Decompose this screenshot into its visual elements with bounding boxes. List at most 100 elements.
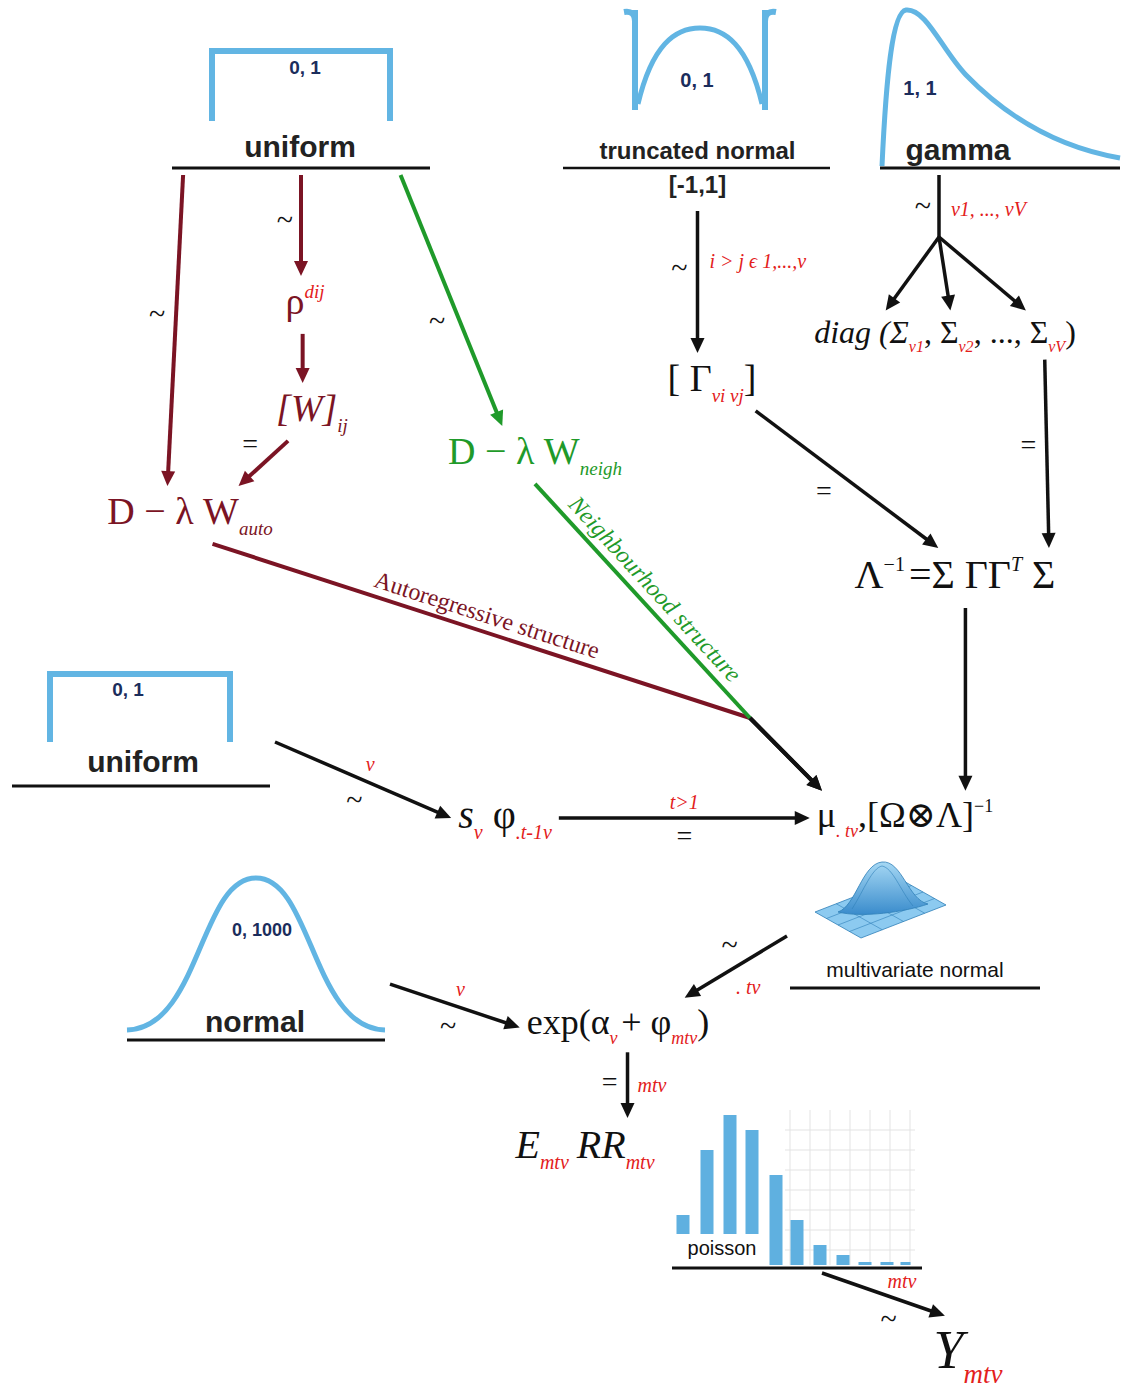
connector: [401, 175, 504, 426]
formula-text: ]: [744, 357, 757, 399]
bar: [791, 1220, 804, 1265]
formula-text: μ: [817, 795, 836, 835]
subscript: mtv: [626, 1151, 655, 1173]
index-label: i > j ϵ 1,...,v: [707, 251, 808, 271]
axis-line: [12, 785, 270, 788]
arrowhead: [795, 811, 810, 825]
truncated-normal-density: [638, 28, 762, 104]
multivariate-normal-surface: [815, 862, 946, 938]
index-label: mtv: [636, 1075, 669, 1095]
connector: [275, 742, 451, 818]
distribution-node: multivariate normal: [790, 855, 1040, 990]
index-label: v: [454, 979, 467, 999]
connector: [691, 211, 705, 353]
bar: [837, 1255, 850, 1265]
formula-node: [W]ij: [272, 386, 352, 438]
superscript: −1: [884, 553, 905, 575]
parameter-label: 0, 1: [680, 69, 713, 92]
edge-label: ~: [344, 785, 364, 815]
connector: [294, 175, 308, 276]
connector: [1042, 360, 1056, 548]
connector: [161, 175, 183, 486]
connector-line: [696, 211, 700, 343]
arrowhead: [621, 1103, 635, 1118]
bar: [881, 1262, 894, 1265]
edge-label: ~: [879, 1304, 899, 1334]
connector-line: [299, 175, 303, 266]
parameter-label: 1, 1: [903, 77, 936, 100]
formula-text: ): [1065, 314, 1076, 350]
formula-node: EmtvRRmtv: [511, 1121, 658, 1175]
formula-node: Λ−1=Σ ΓΓTΣ: [851, 551, 1060, 605]
formula-text: , ..., Σ: [974, 314, 1049, 350]
formula-node: exp(αv+ φmtv): [523, 1001, 714, 1050]
formula-text: =Σ ΓΓ: [909, 552, 1011, 597]
arrowhead: [294, 261, 308, 276]
distribution-name: multivariate normal: [826, 958, 1003, 982]
subscript: ij: [337, 415, 348, 436]
distribution-node: 0, 1000normal: [125, 875, 387, 1043]
bar: [701, 1150, 714, 1234]
index-label: v1, ..., vV: [949, 199, 1028, 219]
parameter-label: 0, 1: [289, 57, 321, 79]
arrowhead: [161, 471, 175, 486]
edge-label: ~: [275, 205, 295, 235]
formula-text: + φ: [621, 1002, 671, 1042]
edge-label: =: [240, 430, 260, 458]
connector: [621, 1052, 635, 1118]
subscript: neigh: [580, 458, 622, 479]
formula-text: D − λ W: [107, 490, 239, 532]
connector-line: [401, 175, 499, 417]
subscript: auto: [239, 518, 273, 539]
subscript: v: [474, 821, 483, 843]
arrowhead: [239, 471, 255, 486]
superscript: −1: [974, 796, 993, 816]
connector-line: [750, 718, 815, 784]
subscript: v: [610, 1028, 618, 1048]
connector: [296, 334, 310, 383]
axis-line: [880, 167, 1120, 170]
index-label: v: [364, 754, 377, 774]
connector-line: [626, 1052, 630, 1108]
formula-text: , Σ: [924, 314, 959, 350]
bar: [901, 1262, 911, 1265]
bar: [859, 1262, 872, 1265]
formula-node: D − λ Wauto: [103, 489, 276, 541]
distribution-name: truncated normal [-1,1]: [590, 134, 805, 202]
arrowhead: [886, 294, 900, 310]
poisson-bars: [677, 1115, 911, 1265]
formula-text: D − λ W: [448, 430, 580, 472]
bar: [814, 1245, 827, 1265]
subscript: v1: [909, 338, 924, 355]
formula-text: [W]: [276, 387, 337, 429]
distribution-name: normal: [205, 1005, 305, 1040]
distribution-node: poisson: [672, 1108, 922, 1270]
plot-grid: [785, 1110, 915, 1265]
axis-line: [563, 167, 830, 170]
edge-label: ~: [669, 253, 689, 283]
distribution-name: gamma: [905, 133, 1010, 168]
subscript: . tv: [836, 821, 858, 841]
arrowhead: [806, 775, 822, 791]
formula-text: φ: [493, 792, 516, 837]
connector-line: [168, 175, 183, 476]
arrowhead: [435, 806, 452, 819]
formula-text: RR: [577, 1122, 626, 1167]
arrowhead: [958, 776, 972, 791]
edge-label: ~: [719, 930, 739, 960]
edge-label: =: [600, 1068, 620, 1096]
arrowhead: [928, 1304, 944, 1317]
distribution-node: 1, 1 gamma: [878, 0, 1122, 172]
formula-node: D − λ Wneigh: [444, 429, 626, 481]
edge-label: ~: [438, 1011, 458, 1041]
connector-line: [937, 175, 941, 237]
formula-text: ): [697, 1002, 709, 1042]
arrowhead: [296, 368, 310, 383]
subscript: mtv: [540, 1151, 569, 1173]
arrowhead: [922, 533, 938, 548]
index-label: . tv: [734, 977, 762, 997]
superscript: T: [1011, 553, 1022, 575]
formula-text: Σ: [1032, 552, 1055, 597]
edge-label: ~: [427, 306, 447, 336]
